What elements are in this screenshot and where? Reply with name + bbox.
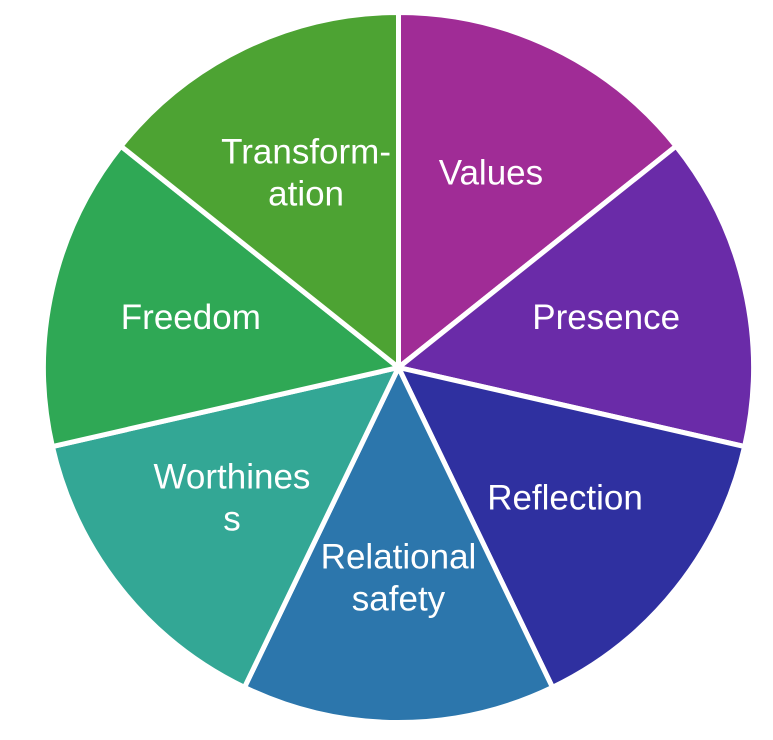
pie-slice[interactable]	[392, 142, 756, 450]
pie-slice[interactable]	[396, 9, 680, 373]
pie-slice[interactable]	[41, 142, 405, 450]
pie-slice[interactable]	[241, 361, 556, 725]
pie-slices-group	[41, 9, 756, 725]
pie-slice[interactable]	[117, 9, 401, 373]
pie-slice[interactable]	[49, 363, 404, 691]
pie-slice[interactable]	[393, 363, 748, 691]
